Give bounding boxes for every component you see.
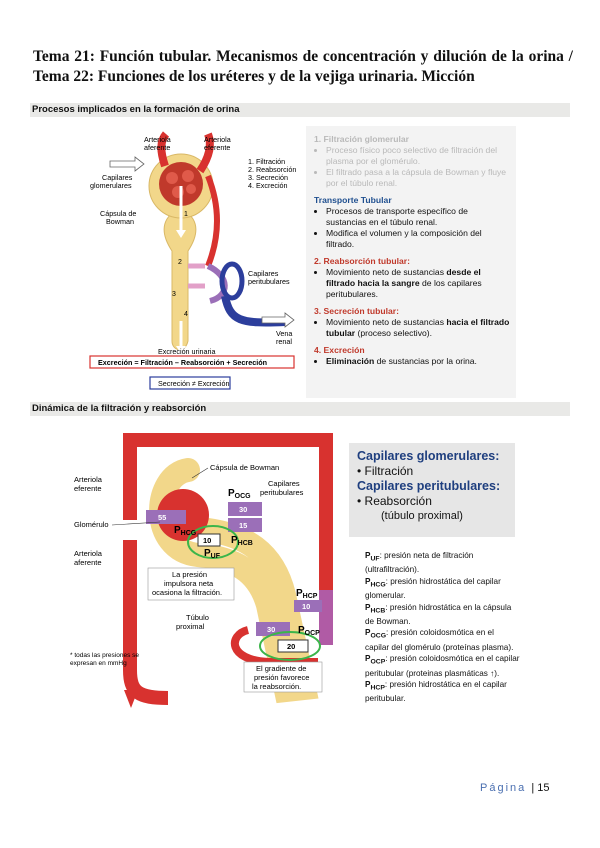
sym-hcg: PHCG [174, 525, 197, 537]
svg-text:20: 20 [287, 642, 295, 651]
s2-title: Transporte Tubular [314, 195, 392, 205]
arrow-gradient [277, 639, 309, 653]
sym-ocp: POCP [298, 625, 320, 637]
sym-uf: PUF [204, 548, 221, 560]
cap-glom-title: Capilares glomerulares: [357, 449, 500, 463]
page-footer: Página | 15 [480, 782, 549, 794]
cap-peri-item: • Reabsorción [357, 494, 432, 508]
arrow-hcb [228, 518, 262, 532]
formula-box [89, 355, 295, 369]
legend-item-uf: PUF: presión neta de filtración (ultrafi… [365, 551, 474, 575]
s2-item-1: Procesos de transporte específico de sus… [326, 206, 510, 228]
note-text: Secreción ≠ Excreción [158, 379, 229, 388]
s4-title: 3. Secreción tubular: [314, 306, 400, 316]
collecting-tube [176, 276, 184, 346]
sym-hcb: PHCB [231, 535, 253, 547]
pressure-legend: PUF: presión neta de filtración (ultrafi… [365, 551, 520, 706]
label-capsula-bowman: Cápsula de Bowman [210, 463, 279, 472]
svg-text:10: 10 [203, 536, 211, 545]
svg-text:30: 30 [267, 625, 275, 634]
s3-item: Movimiento neto de sustancias desde el f… [326, 267, 510, 300]
label-excrecion-urinaria: Excreción urinaria [158, 347, 216, 356]
svg-text:15: 15 [239, 521, 247, 530]
page-number: | 15 [531, 782, 550, 794]
efferent-loop [123, 433, 333, 595]
note-box [149, 376, 231, 390]
s1-title: 1. Filtración glomerular [314, 134, 410, 144]
s5-item: Eliminación de sustancias por la orina. [326, 356, 510, 367]
s1-item-1: Proceso físico poco selectivo de filtrac… [326, 145, 510, 167]
sym-hcp: PHCP [296, 588, 318, 600]
green-ring-gradient [259, 631, 321, 661]
legend-item-hcb: PHCB: presión hidrostática en la cápsula… [365, 602, 512, 626]
label-num-3: 3 [172, 291, 176, 298]
formula-text: Excreción = Filtración – Reabsorción + S… [98, 358, 267, 367]
presion-box [147, 567, 235, 601]
arrow-hcg [146, 510, 186, 524]
filtration-reabsorption-diagram: 55 30 15 10 10 30 20 POCG PHCG PHCB PUF … [70, 433, 333, 708]
label-glomerulo: Glomérulo [74, 520, 109, 529]
arrow-ocg [228, 502, 262, 516]
cap-peri-sub: (túbulo proximal) [381, 510, 463, 522]
afferent-arteriole [123, 540, 169, 705]
legend-item-ocg: POCG: presión coloidosmótica en el capil… [365, 628, 514, 652]
s2-item-2: Modifica el volumen y la composición del… [326, 228, 510, 250]
sym-ocg: POCG [228, 488, 251, 500]
legend-item-hcg: PHCG: presión hidrostática del capilar g… [365, 576, 501, 601]
section-header-dinamica: Dinámica de la filtración y reabsorción [30, 402, 570, 416]
capilares-summary-box: Capilares glomerulares: • Filtración Cap… [349, 443, 515, 537]
gradiente-box [243, 661, 323, 693]
s4-item: Movimiento neto de sustancias hacia el f… [326, 317, 510, 339]
label-num-2: 2 [178, 259, 182, 266]
cap-glom-item: • Filtración [357, 464, 414, 478]
cap-peri-title: Capilares peritubulares: [357, 479, 501, 493]
label-num-4: 4 [184, 311, 188, 318]
outflow-arrow [261, 312, 295, 328]
legend-item-ocp: POCP: presión coloidosmótica en el capil… [365, 654, 520, 678]
section-header-procesos: Procesos implicados en la formación de o… [30, 103, 570, 117]
svg-text:30: 30 [239, 505, 247, 514]
arrow-uf [197, 533, 221, 547]
footer-word: Página [480, 782, 527, 794]
process-description-panel: 1. Filtración glomerular Proceso físico … [306, 126, 516, 398]
s5-title: 4. Excreción [314, 345, 365, 355]
label-steps: 1. Filtración 2. Reabsorción 3. Secreció… [248, 157, 298, 190]
s1-item-2: El filtrado pasa a la cápsula de Bowman … [326, 167, 510, 189]
page-title: Tema 21: Función tubular. Mecanismos de … [33, 48, 573, 85]
afferent-arteriole [157, 131, 170, 168]
arrow-hcp [294, 600, 322, 612]
s3-title: 2. Reabsorción tubular: [314, 256, 410, 266]
inflow-arrow [109, 156, 145, 172]
legend-item-hcp: PHCP: presión hidrostática en el capilar… [365, 680, 507, 704]
label-num-1: 1 [184, 211, 188, 218]
svg-text:55: 55 [158, 513, 166, 522]
green-ring-uf [187, 525, 239, 559]
svg-text:10: 10 [302, 602, 310, 611]
efferent-arteriole [196, 132, 214, 174]
